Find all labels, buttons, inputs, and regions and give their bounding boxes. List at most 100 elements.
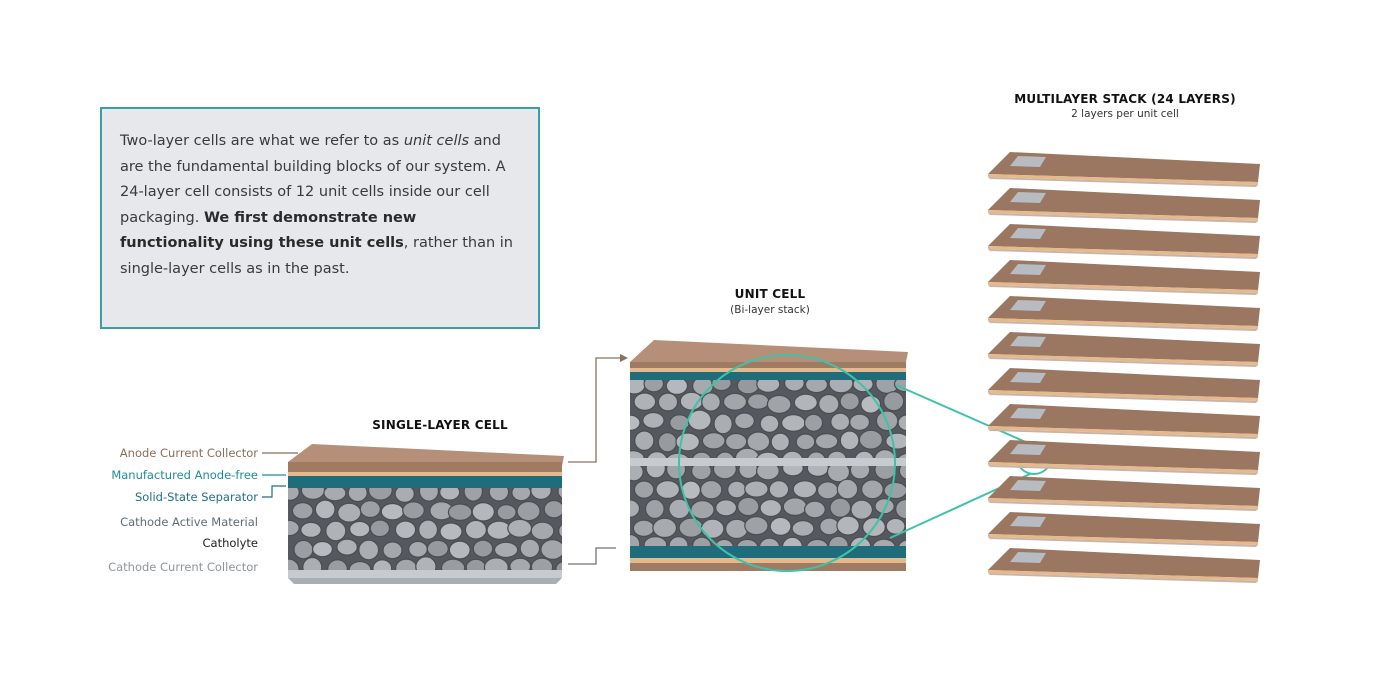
stack-layer-underside	[988, 249, 1258, 259]
cathode-particle	[302, 556, 323, 570]
cathode-particle	[633, 392, 657, 411]
cathode-particle	[496, 504, 517, 521]
stack-layer-sheet	[988, 152, 1260, 182]
info-box: Two-layer cells are what we refer to as …	[100, 107, 540, 329]
cathode-particle	[426, 539, 449, 558]
cathode-particle	[358, 539, 380, 561]
cathode-particle	[630, 533, 641, 546]
cathode-particle	[781, 414, 806, 432]
cathode-particle	[897, 414, 906, 432]
cathode-particle	[630, 466, 644, 482]
stack-layer-sheet	[988, 224, 1260, 254]
stack-layer-underside	[988, 177, 1258, 187]
cathode-particle	[408, 540, 428, 558]
cathode-particle	[910, 556, 931, 574]
multilayer-subtitle: 2 layers per unit cell	[1071, 108, 1179, 120]
cathode-particle	[711, 380, 732, 392]
single-cathode-particles	[288, 488, 589, 570]
cathode-particle	[895, 498, 906, 520]
cathode-particle	[766, 394, 792, 414]
cathode-particle	[369, 519, 391, 538]
stack-layer-sheet	[988, 296, 1260, 326]
stack-layer-underside	[988, 537, 1258, 547]
info-text-part1: Two-layer cells are what we refer to as	[120, 133, 404, 149]
cathode-particle	[402, 501, 425, 520]
cathode-particle	[644, 498, 665, 519]
cathode-particle	[714, 538, 734, 546]
info-text: Two-layer cells are what we refer to as …	[120, 129, 520, 282]
cathode-particle	[782, 497, 808, 517]
cathode-particle	[642, 411, 665, 429]
cathode-particle	[530, 557, 554, 570]
single-copper	[288, 472, 562, 476]
cathode-particle	[759, 414, 780, 433]
cathode-particle	[791, 520, 815, 537]
cathode-particle	[418, 488, 439, 502]
stack-layer-tab	[1010, 264, 1046, 275]
cathode-particle	[858, 429, 884, 450]
unit-separator-top	[630, 372, 906, 382]
stack-layer-edge	[988, 174, 1258, 185]
stack-layer-tab	[1010, 336, 1046, 347]
stack-layer-tab	[1010, 444, 1046, 455]
stack-layer-sheet	[988, 260, 1260, 290]
stack-layer-edge	[988, 210, 1258, 221]
stack-layer-tab	[1010, 228, 1046, 239]
cathode-particle	[372, 559, 393, 570]
cathode-particle	[634, 430, 655, 451]
cathode-particle	[908, 431, 926, 451]
cathode-particle	[804, 500, 826, 519]
cathode-particle	[336, 538, 358, 556]
cathode-particle	[516, 500, 541, 522]
unit-anode-top	[630, 340, 908, 362]
cathode-particle	[759, 498, 783, 518]
cathode-particle	[668, 536, 689, 546]
cathode-particle	[770, 432, 791, 452]
cathode-particle	[781, 536, 803, 546]
stack-layer	[988, 224, 1260, 259]
stack-layer-sheet	[988, 188, 1260, 218]
stack-layer	[988, 404, 1260, 439]
stack-layer-underside	[988, 357, 1258, 367]
cathode-particle	[908, 482, 927, 497]
stack-layer-sheet	[988, 440, 1260, 470]
cathode-particle	[872, 538, 896, 546]
cathode-particle	[540, 539, 562, 560]
cathode-particle	[861, 479, 884, 500]
cathode-particle	[293, 539, 314, 560]
stack-layer-sheet	[988, 332, 1260, 362]
cathode-particle	[471, 501, 495, 522]
stack-layer-underside	[988, 465, 1258, 475]
multilayer-stack	[988, 152, 1260, 583]
stack-layer-underside	[988, 501, 1258, 511]
cathode-particle	[643, 536, 668, 546]
stack-layer	[988, 512, 1260, 547]
stack-layer-tab	[1010, 480, 1046, 491]
stack-layer	[988, 548, 1260, 583]
cathode-particle	[569, 543, 589, 558]
cathode-particle	[907, 469, 930, 486]
stack-layer-edge	[988, 462, 1258, 473]
cathode-particle	[839, 430, 860, 451]
cathode-particle	[727, 480, 747, 499]
stack-layer	[988, 296, 1260, 331]
cathode-particle	[359, 500, 381, 519]
cathode-particle	[394, 520, 417, 540]
cathode-particle	[440, 558, 466, 570]
cathode-particle	[849, 466, 871, 480]
arrow-bottom	[568, 547, 616, 565]
unit-anode-bottom	[630, 563, 906, 571]
cathode-particle	[819, 517, 840, 536]
stack-layer	[988, 332, 1260, 367]
stack-layer-underside	[988, 321, 1258, 331]
cathode-particle	[666, 452, 690, 458]
stack-layer	[988, 368, 1260, 403]
cathode-particle	[756, 380, 781, 393]
cathode-particle	[488, 488, 510, 502]
cathode-particle	[418, 519, 439, 540]
stack-layer-sheet	[988, 368, 1260, 398]
cathode-particle	[747, 393, 770, 410]
cathode-particle	[715, 451, 735, 458]
stack-layer-underside	[988, 393, 1258, 403]
label-solid-state-separator: Solid-State Separator	[134, 490, 258, 504]
